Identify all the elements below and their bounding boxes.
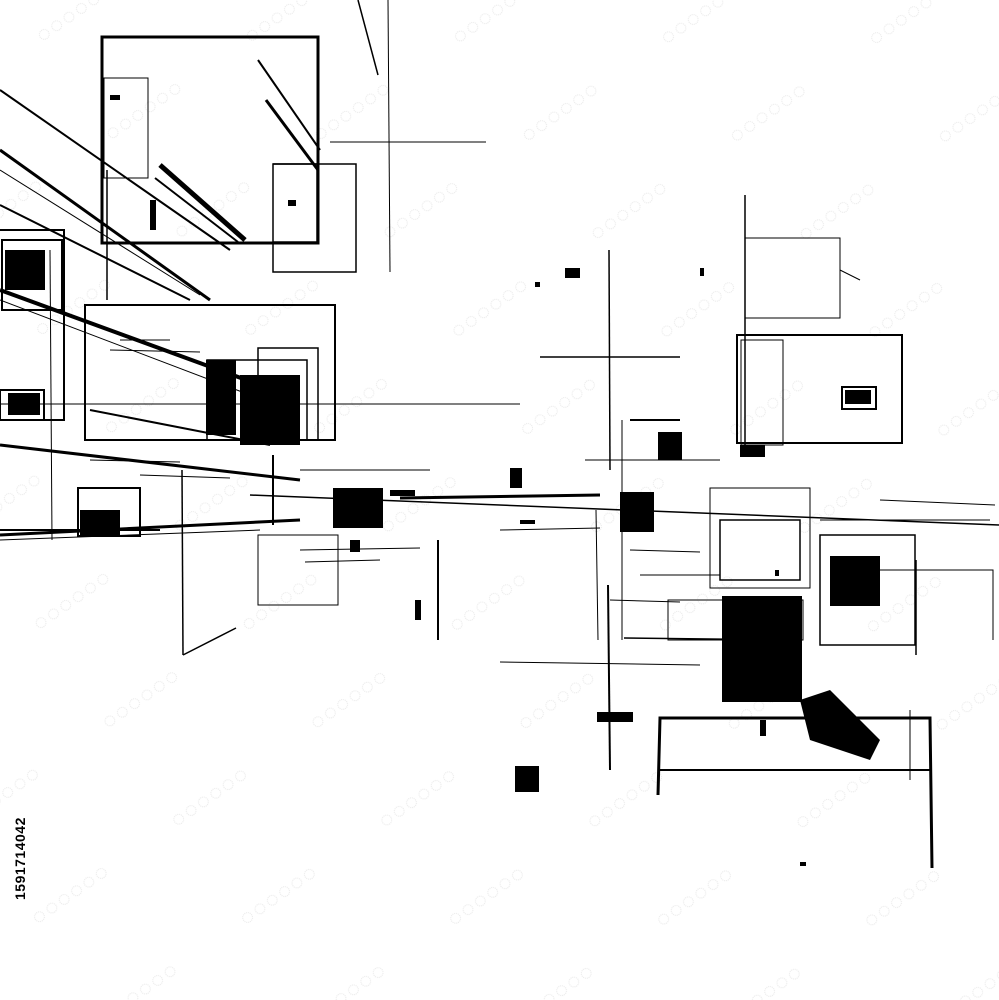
grunge-lines [0, 0, 999, 869]
stock-id-label: 1591714042 [12, 760, 36, 900]
stock-id-text: 1591714042 [12, 817, 28, 900]
grunge-hatching [89, 339, 996, 603]
grunge-blocks [5, 95, 880, 866]
